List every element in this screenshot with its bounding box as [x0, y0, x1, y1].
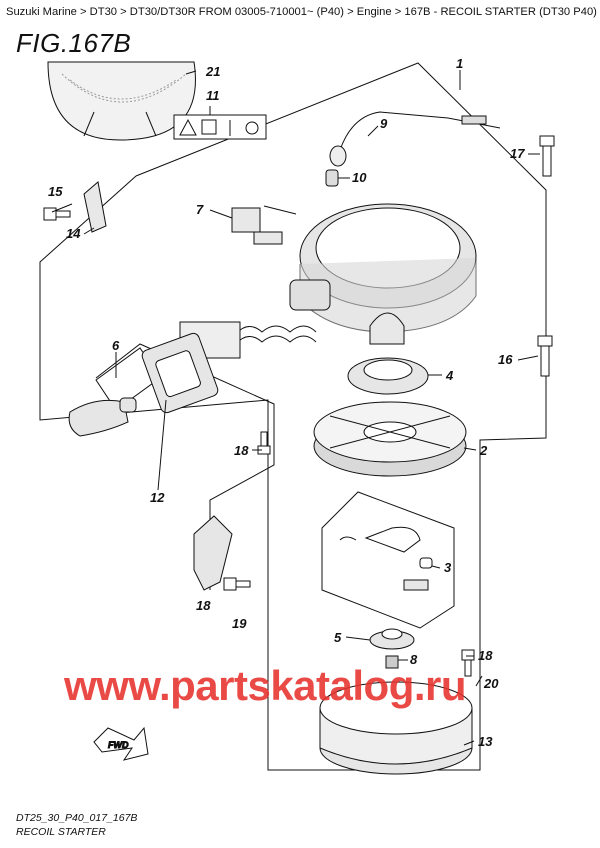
callout-8: 8 [410, 652, 418, 667]
callout-19: 18 [196, 598, 211, 613]
part-11-label[interactable] [173, 114, 267, 140]
callout-13: 13 [478, 734, 493, 749]
callout-16: 16 [498, 352, 513, 367]
left-bracket-outline [95, 343, 275, 590]
callout-21: 20 [483, 676, 499, 691]
breadcrumb-link-dt30[interactable]: DT30 [89, 6, 118, 18]
callout-6: 6 [112, 338, 120, 353]
callout-15: 15 [48, 184, 63, 199]
part-3-box [321, 491, 455, 629]
assembly-outline [39, 62, 547, 771]
callout-3: 3 [444, 560, 452, 575]
part-6-handle[interactable] [68, 397, 137, 437]
watermark-text: www.partskatalog.ru [64, 662, 467, 709]
callout-5: 5 [334, 630, 342, 645]
part-16-bolt[interactable] [537, 335, 553, 377]
breadcrumb: Suzuki Marine > DT30 > DT30/DT30R FROM 0… [6, 6, 597, 18]
part-4-reel[interactable] [347, 312, 429, 395]
breadcrumb-link-suzuki-marine[interactable]: Suzuki Marine [6, 6, 77, 18]
callout-22: 21 [205, 64, 220, 79]
part-19-bracket[interactable] [193, 515, 233, 591]
part-3-pawl[interactable] [339, 526, 433, 591]
callout-14: 14 [66, 226, 81, 241]
callout-12: 12 [150, 490, 165, 505]
fwd-label: FWD [108, 740, 129, 750]
part-9-cable[interactable] [329, 111, 501, 167]
callout-4: 4 [445, 368, 454, 383]
callout-2: 2 [479, 443, 488, 458]
part-7-latch[interactable] [231, 205, 297, 245]
callout-11: 11 [206, 88, 220, 103]
part-1-starter-case[interactable] [289, 203, 477, 333]
part-17-bolt[interactable] [539, 135, 555, 177]
callout-7: 7 [196, 202, 204, 217]
part-13-cup[interactable] [319, 681, 473, 775]
part-12-guide[interactable] [141, 332, 220, 415]
callout-18-left: 18 [234, 443, 249, 458]
figure-title: FIG.167B [16, 28, 132, 58]
callout-10: 10 [352, 170, 367, 185]
part-10-grip[interactable] [325, 169, 339, 187]
callout-17: 17 [510, 146, 525, 161]
leader-lines [51, 70, 540, 746]
breadcrumb-link-recoil-starter[interactable]: 167B - RECOIL STARTER (DT30 P40) [404, 6, 597, 18]
callout-9: 9 [380, 116, 388, 131]
breadcrumb-link-model[interactable]: DT30/DT30R FROM 03005-710001~ (P40) [129, 6, 344, 18]
footer-code: DT25_30_P40_017_167B [16, 812, 138, 824]
callout-20: 19 [232, 616, 247, 631]
part-20-screw[interactable] [223, 577, 251, 591]
fwd-arrow-icon: FWD [93, 726, 149, 761]
part-5-retainer[interactable] [369, 628, 415, 650]
breadcrumb-link-engine[interactable]: Engine [356, 6, 392, 18]
callout-1: 1 [456, 56, 463, 71]
part-2-pulley[interactable] [313, 401, 467, 477]
part-22-mat[interactable] [47, 61, 196, 141]
part-18-screw-right[interactable] [461, 649, 475, 677]
part-15-bolt[interactable] [43, 207, 71, 221]
part-8-bolt[interactable] [385, 655, 399, 669]
part-14-bracket[interactable] [83, 181, 107, 233]
callout-18-right: 18 [478, 648, 493, 663]
footer-caption: RECOIL STARTER [16, 826, 106, 838]
